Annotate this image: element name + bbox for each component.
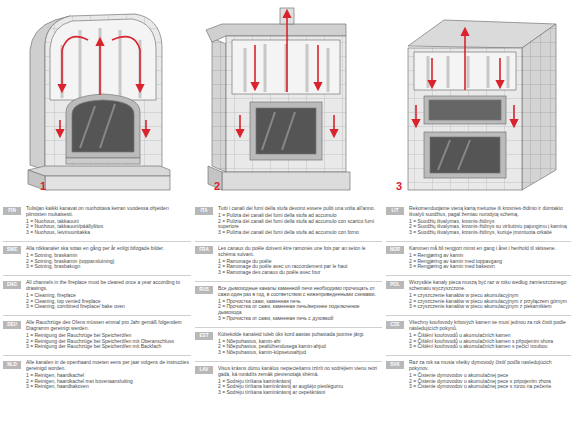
instruction-item: 3 = Sotning, brasbakugn: [26, 264, 189, 270]
language-tag: LIT: [386, 207, 404, 215]
flow-arrows: [60, 37, 146, 135]
callout-number: 2: [214, 180, 220, 192]
instruction-paragraph: Tulisijan kaikki kanavat on nuohottava k…: [26, 206, 189, 218]
instruction-text: Alle kanalen in de openhaard moeten eens…: [26, 360, 189, 390]
language-code: LIT: [392, 208, 399, 213]
separator-line: [3, 315, 191, 316]
instruction-paragraph: Všechny kouřovody krbových kamen se musí…: [409, 320, 569, 332]
separator-line: [386, 315, 571, 316]
instruction-paragraph: Wszystkie kanały pieca muszą być raz w r…: [409, 280, 569, 292]
instruction-item: 3 = Čištění kouřovodů u akumulačních kam…: [409, 344, 569, 350]
instruction-item: 3 = Cleaning, combined fireplace/ bake o…: [26, 304, 189, 310]
instruction-text: Kaminen må bli rengjort minst en gang i …: [409, 246, 569, 270]
separator-line: [386, 241, 571, 242]
instruction-paragraph: Tutti i canali dei fumi della stufa devo…: [218, 206, 380, 212]
instruction-item: 3 = Pulizia dei canali dei fumi della st…: [218, 230, 380, 236]
separator-line: [3, 275, 191, 276]
instruction-paragraph: Les canaux du poêle doivent être ramonés…: [218, 246, 380, 258]
separator-line: [195, 281, 382, 282]
instruction-text: Wszystkie kanały pieca muszą być raz w r…: [409, 280, 569, 310]
stove-3: [408, 20, 556, 190]
instruction-item: 3 = Ramonage des canaux du poêle avec fo…: [218, 270, 380, 276]
language-code: CZE: [390, 322, 399, 327]
instruction-paragraph: Alle kanalen in de openhaard moeten eens…: [26, 360, 189, 372]
instruction-item: 3 = Reinigen, haardbakoven: [26, 384, 189, 390]
instruction-text: Все дымоходные каналы каменной печи необ…: [218, 286, 380, 322]
language-code: SVK: [390, 362, 399, 367]
instruction-paragraph: Все дымоходные каналы каменной печи необ…: [218, 286, 380, 298]
stove-2: [206, 8, 350, 190]
separator-line: [386, 355, 571, 356]
language-code: SWE: [7, 247, 17, 252]
language-code: LAV: [200, 367, 209, 372]
instruction-paragraph: Rekomenduojame vieną kartą metuose iš kr…: [409, 206, 569, 218]
callout-number: 1: [40, 180, 46, 192]
language-tag: NLD: [3, 361, 21, 369]
instruction-paragraph: All channels in the fireplace must be cl…: [26, 280, 189, 292]
stove-1: [28, 14, 170, 190]
language-tag: SWE: [3, 246, 21, 254]
language-code: FIN: [8, 208, 15, 213]
separator-line: [195, 327, 382, 328]
language-tag: LAV: [195, 366, 213, 374]
instruction-paragraph: Raz za rok sa musia všetky dymovody čist…: [409, 360, 569, 372]
language-tag: ENG: [3, 281, 21, 289]
separator-line: [3, 241, 191, 242]
instruction-item: 3 = czyszczenie kanałów w piecu akumulac…: [409, 304, 569, 310]
instruction-item: 3 = Nõepuhastus, kamin-küpsetusahjud: [218, 350, 380, 356]
language-tag: DEU: [3, 321, 21, 329]
instruction-text: Tulisijan kaikki kanavat on nuohottava k…: [26, 206, 189, 236]
instruction-item: 2 = Pulizia dei canali dei fumi della st…: [218, 219, 380, 231]
instruction-item: 2 = Прочистка от сажи, каменная печь/вер…: [218, 304, 380, 316]
instruction-text: Les canaux du poêle doivent être ramonés…: [218, 246, 380, 276]
language-tag: EST: [195, 332, 213, 340]
callout-number: 3: [396, 180, 402, 192]
instruction-item: 3 = Suodžių išvalymas, krosnis-židinys, …: [409, 230, 569, 236]
separator-line: [3, 355, 191, 356]
language-tag: ITA: [195, 207, 213, 215]
flow-arrows: [416, 30, 514, 125]
instruction-paragraph: Alle Rauchzüge des Ofens müssen einmal p…: [26, 320, 189, 332]
instruction-paragraph: Alla rökkanaler ska sotas en gång per år…: [26, 246, 189, 252]
instruction-paragraph: Kaminen må bli rengjort minst en gang i …: [409, 246, 569, 252]
language-code: NOR: [390, 247, 400, 252]
instruction-text: Visus krāsns dūmu kanālus nepieciešams i…: [218, 366, 380, 396]
instruction-paragraph: Visus krāsns dūmu kanālus nepieciešams i…: [218, 366, 380, 378]
language-tag: FIN: [3, 207, 21, 215]
language-tag: SVK: [386, 361, 404, 369]
language-code: FRA: [199, 247, 208, 252]
language-code: RUS: [199, 287, 209, 292]
instruction-item: 3 = Nuohous, leivinuunitakka: [26, 230, 189, 236]
flow-arrows: [240, 12, 334, 135]
language-code: ENG: [7, 282, 17, 287]
instruction-text: Alla rökkanaler ska sotas en gång per år…: [26, 246, 189, 270]
instruction-paragraph: Küttekolde kanaleid tuleb üks kord aasta…: [218, 332, 380, 338]
instruction-text: Alle Rauchzüge des Ofens müssen einmal p…: [26, 320, 189, 350]
language-code: EST: [200, 333, 209, 338]
separator-line: [386, 275, 571, 276]
language-tag: CZE: [386, 321, 404, 329]
language-tag: POL: [386, 281, 404, 289]
instruction-text: Všechny kouřovody krbových kamen se musí…: [409, 320, 569, 350]
language-code: DEU: [7, 322, 17, 327]
language-tag: RUS: [195, 286, 213, 294]
instruction-item: 3 = Reinigung der Rauchzüge bei Speicher…: [26, 344, 189, 350]
language-code: ITA: [200, 208, 207, 213]
instruction-item: 3 = Прочистка от сажи, каменная печь с д…: [218, 316, 380, 322]
instruction-text: Tutti i canali dei fumi della stufa devo…: [218, 206, 380, 236]
language-tag: NOR: [386, 246, 404, 254]
instruction-item: 3 = Čistenie dymovodov u akumulačnej pec…: [409, 384, 569, 390]
instruction-item: 3 = Rengjøring av kamin med bakeovn: [409, 264, 569, 270]
instruction-text: All channels in the fireplace must be cl…: [26, 280, 189, 310]
instruction-item: 3 = Sodrēju tīrīšana kamīnkrāsnij ar cep…: [218, 390, 380, 396]
language-tag: FRA: [195, 246, 213, 254]
language-code: NLD: [7, 362, 16, 367]
instruction-text: Küttekolde kanaleid tuleb üks kord aasta…: [218, 332, 380, 356]
instruction-text: Raz za rok sa musia všetky dymovody čist…: [409, 360, 569, 390]
separator-line: [195, 241, 382, 242]
language-code: POL: [390, 282, 399, 287]
separator-line: [195, 361, 382, 362]
instruction-text: Rekomenduojame vieną kartą metuose iš kr…: [409, 206, 569, 236]
